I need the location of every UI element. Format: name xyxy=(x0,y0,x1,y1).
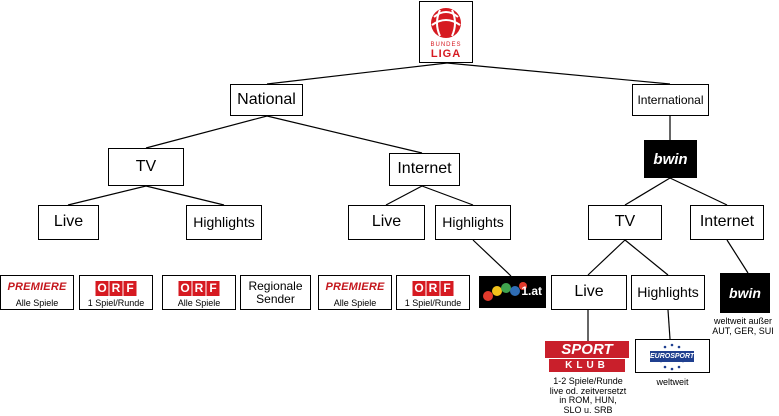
bwin-logo-internet: bwin xyxy=(720,273,770,313)
eurosport-logo-text: EUROSPORT xyxy=(650,351,695,362)
orf-logo: O R F xyxy=(412,281,454,296)
caption-bwin-line-1: weltweit außer xyxy=(713,316,773,326)
orf-letter: O xyxy=(95,281,109,296)
caption-sportklub-line-4: SLO u. SRB xyxy=(563,404,613,415)
laola-logo-text: 1.at xyxy=(521,284,542,298)
bwin-logo: bwin xyxy=(644,140,697,178)
liga-text: LIGA xyxy=(430,48,462,60)
orf-logo-net: O R F 1 Spiel/Runde xyxy=(396,275,470,310)
bwin-logo-text: bwin xyxy=(729,285,761,301)
orf-letter: O xyxy=(178,281,192,296)
orf-logo: O R F xyxy=(178,281,220,296)
node-intl-live: Live xyxy=(551,275,627,310)
caption-sportklub-line-2: live od. zeitversetzt xyxy=(549,385,627,396)
caption-sportklub-line-1: 1-2 Spiele/Runde xyxy=(553,376,623,386)
caption-sportklub: 1-2 Spiele/Runde live od. zeitversetzt i… xyxy=(536,376,640,415)
laola-balls-icon xyxy=(483,282,527,301)
orf-letter: R xyxy=(109,281,123,296)
premiere-logo-net: PREMIERE Alle Spiele xyxy=(318,275,392,310)
node-intl-tv: TV xyxy=(588,205,662,240)
orf-logo-live-tv: O R F 1 Spiel/Runde xyxy=(79,275,153,310)
orf-letter: F xyxy=(440,281,454,296)
caption-sportklub-line-3: in ROM, HUN, xyxy=(559,395,617,405)
sportklub-logo-bottom: KLUB xyxy=(549,359,625,372)
eurosport-logo: EUROSPORT xyxy=(635,339,710,373)
caption-bwin-line-2: AUT, GER, SUI xyxy=(712,325,774,336)
caption-premiere-tv: Alle Spiele xyxy=(15,298,59,308)
node-tv: TV xyxy=(108,148,184,186)
node-highlights-tv: Highlights xyxy=(186,205,262,240)
node-national: National xyxy=(230,84,303,116)
bwin-logo-text: bwin xyxy=(653,150,688,168)
node-intl-highlights: Highlights xyxy=(631,275,705,310)
orf-letter: R xyxy=(192,281,206,296)
orf-logo: O R F xyxy=(95,281,137,296)
sportklub-logo: SPORT KLUB xyxy=(543,341,631,373)
node-regional-sender: Regionale Sender xyxy=(240,275,311,310)
caption-eurosport: weltweit xyxy=(656,377,689,387)
caption-bwin-internet: weltweit außer AUT, GER, SUI xyxy=(707,316,779,336)
sportklub-logo-top: SPORT xyxy=(545,341,629,358)
bundes-text: BUNDES xyxy=(430,42,462,48)
node-live-net: Live xyxy=(348,205,425,240)
node-live-tv: Live xyxy=(38,205,99,240)
node-internet: Internet xyxy=(389,153,460,186)
bundesliga-logo: BUNDES LIGA xyxy=(419,1,473,63)
orf-letter: F xyxy=(206,281,220,296)
node-intl-internet: Internet xyxy=(690,205,764,240)
orf-letter: R xyxy=(426,281,440,296)
laola-logo: 1.at xyxy=(479,276,546,308)
football-icon xyxy=(431,8,461,38)
orf-letter: F xyxy=(123,281,137,296)
caption-premiere-net: Alle Spiele xyxy=(333,298,377,308)
node-international: International xyxy=(632,84,709,116)
caption-orf-highlights: Alle Spiele xyxy=(177,298,221,308)
regional-line-2: Sender xyxy=(256,291,295,306)
premiere-logo-text: PREMIERE xyxy=(7,281,67,293)
caption-orf-net: 1 Spiel/Runde xyxy=(404,298,462,308)
orf-letter: O xyxy=(412,281,426,296)
orf-logo-highlights: O R F Alle Spiele xyxy=(162,275,236,310)
premiere-logo-text: PREMIERE xyxy=(325,281,385,293)
node-highlights-net: Highlights xyxy=(435,205,511,240)
regional-line-1: Regionale xyxy=(248,278,303,293)
premiere-logo-tv: PREMIERE Alle Spiele xyxy=(0,275,74,310)
caption-orf-live-tv: 1 Spiel/Runde xyxy=(87,298,145,308)
